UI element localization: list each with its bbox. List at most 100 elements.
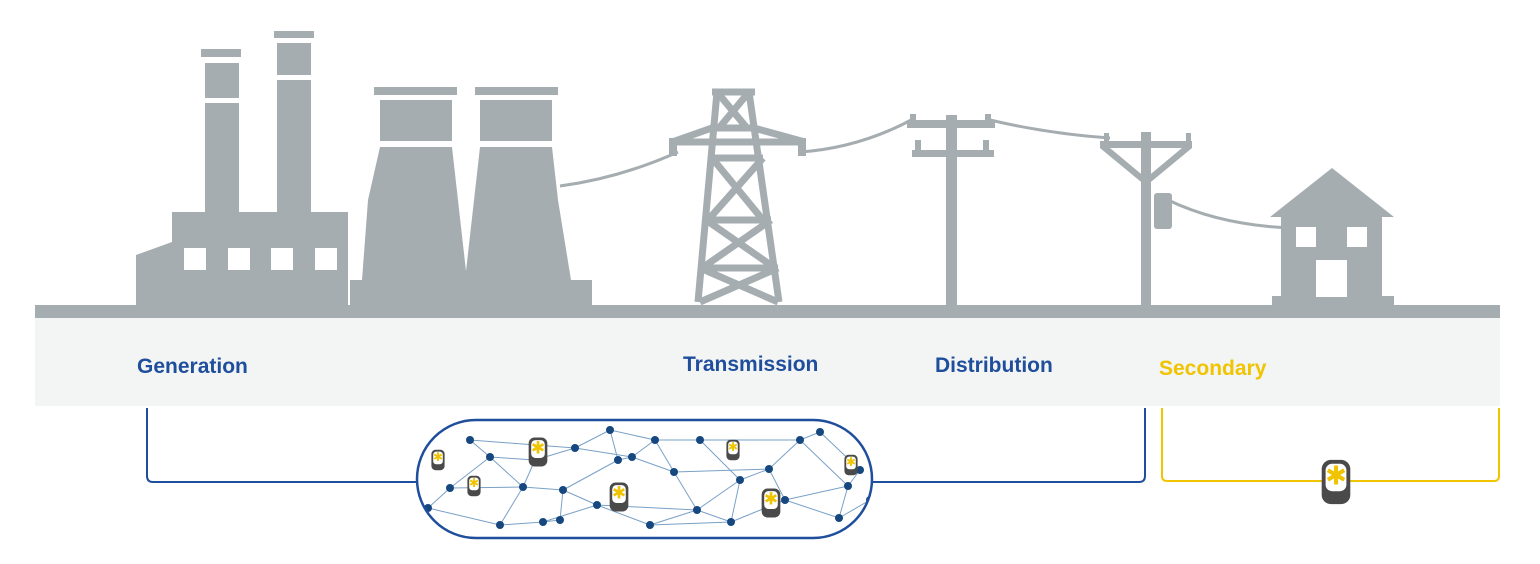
svg-text:✱: ✱ — [728, 440, 738, 454]
mesh-link — [838, 485, 849, 519]
mesh-node — [466, 436, 474, 444]
sensor-icon: ✱ — [844, 454, 858, 476]
sensor-icon: ✱ — [467, 475, 481, 497]
mesh-link — [609, 429, 656, 441]
mesh-node — [614, 456, 622, 464]
mesh-link — [799, 439, 849, 487]
mesh-link — [574, 447, 633, 458]
house-windows — [1296, 227, 1367, 297]
mesh-node — [496, 521, 504, 529]
mesh-node — [646, 521, 654, 529]
mesh-link — [739, 468, 770, 481]
mesh-node — [556, 516, 564, 524]
mesh-node — [856, 466, 864, 474]
mesh-link — [449, 486, 524, 489]
mesh-link — [838, 499, 871, 519]
mesh-link — [574, 429, 611, 449]
power-line-pole-to-house — [1167, 198, 1291, 230]
factory-windows — [184, 248, 337, 270]
mesh-link — [427, 487, 451, 509]
mesh-node — [519, 483, 527, 491]
power-line-plant-to-tower — [559, 150, 679, 188]
svg-text:✱: ✱ — [612, 484, 626, 504]
sensor-icon: ✱ — [761, 488, 781, 518]
stage-label-secondary: Secondary — [1159, 357, 1267, 380]
sensor-icon: ✱ — [726, 439, 740, 461]
mesh-node — [781, 496, 789, 504]
svg-text:✱: ✱ — [531, 439, 545, 459]
svg-text:✱: ✱ — [764, 490, 778, 510]
mesh-link — [449, 456, 491, 489]
mesh-link — [542, 504, 598, 523]
power-line-pole-to-pole — [989, 118, 1111, 140]
stage-label-band — [35, 318, 1500, 406]
transformer-pole-icon — [1100, 132, 1192, 305]
mesh-link — [489, 456, 536, 461]
mesh-link — [768, 439, 801, 470]
mesh-node — [628, 453, 636, 461]
mesh-node — [670, 468, 678, 476]
mesh-node — [606, 426, 614, 434]
sensor-icon: ✱ — [528, 437, 548, 467]
mesh-link — [562, 459, 619, 491]
mesh-node — [693, 506, 701, 514]
transmission-tower-icon — [670, 88, 806, 306]
mesh-node — [593, 501, 601, 509]
mesh-link — [596, 504, 651, 526]
mesh-network-outline — [415, 418, 874, 540]
mesh-link — [696, 509, 732, 523]
mesh-link — [522, 486, 564, 491]
mesh-node — [796, 436, 804, 444]
mesh-links — [427, 429, 871, 526]
mesh-link — [784, 499, 840, 519]
svg-text:✱: ✱ — [846, 455, 856, 469]
mesh-node — [559, 486, 567, 494]
mesh-link — [673, 468, 770, 473]
mesh-link — [631, 439, 656, 458]
ground-line — [35, 305, 1500, 318]
transmission-tower-insulators — [669, 138, 806, 156]
mesh-node — [765, 465, 773, 473]
mesh-link — [730, 479, 741, 523]
mesh-link — [469, 439, 576, 449]
stage-label-distribution: Distribution — [935, 354, 1053, 377]
stage-label-generation: Generation — [137, 355, 248, 378]
sensor-icon: ✱ — [609, 482, 629, 512]
mesh-link — [489, 456, 524, 488]
mesh-link — [427, 507, 501, 526]
power-line-tower-to-pole — [799, 116, 916, 154]
mesh-link — [768, 468, 786, 501]
mesh-link — [784, 485, 849, 501]
svg-text:✱: ✱ — [433, 450, 443, 464]
mesh-link — [469, 439, 491, 458]
mesh-link — [673, 471, 698, 511]
mesh-link — [699, 439, 741, 481]
secondary-sensor: ✱ — [1321, 459, 1351, 505]
mesh-link — [562, 489, 598, 506]
mesh-link — [649, 521, 732, 526]
mesh-node — [571, 444, 579, 452]
sensor-icon: ✱ — [431, 449, 445, 471]
sensor-icon: ✱ — [1321, 459, 1351, 505]
mesh-link — [499, 486, 524, 526]
mesh-link — [696, 479, 741, 511]
mesh-sensors: ✱ ✱ ✱ ✱ ✱ ✱ ✱ — [431, 437, 858, 518]
mesh-link — [499, 521, 544, 526]
mesh-node — [486, 453, 494, 461]
mesh-link — [631, 456, 675, 473]
factory-icon — [136, 31, 348, 305]
svg-text:✱: ✱ — [1325, 462, 1347, 492]
utility-pole-icon — [907, 114, 995, 305]
mesh-node — [835, 514, 843, 522]
mesh-node — [539, 518, 547, 526]
mesh-node — [816, 428, 824, 436]
mesh-node — [651, 436, 659, 444]
mesh-node — [696, 436, 704, 444]
stage-label-transmission: Transmission — [683, 353, 819, 376]
mesh-link — [649, 509, 698, 526]
mesh-node — [446, 484, 454, 492]
power-lines — [559, 116, 1291, 230]
cooling-tower-icon — [350, 87, 592, 305]
mesh-link — [654, 439, 675, 473]
